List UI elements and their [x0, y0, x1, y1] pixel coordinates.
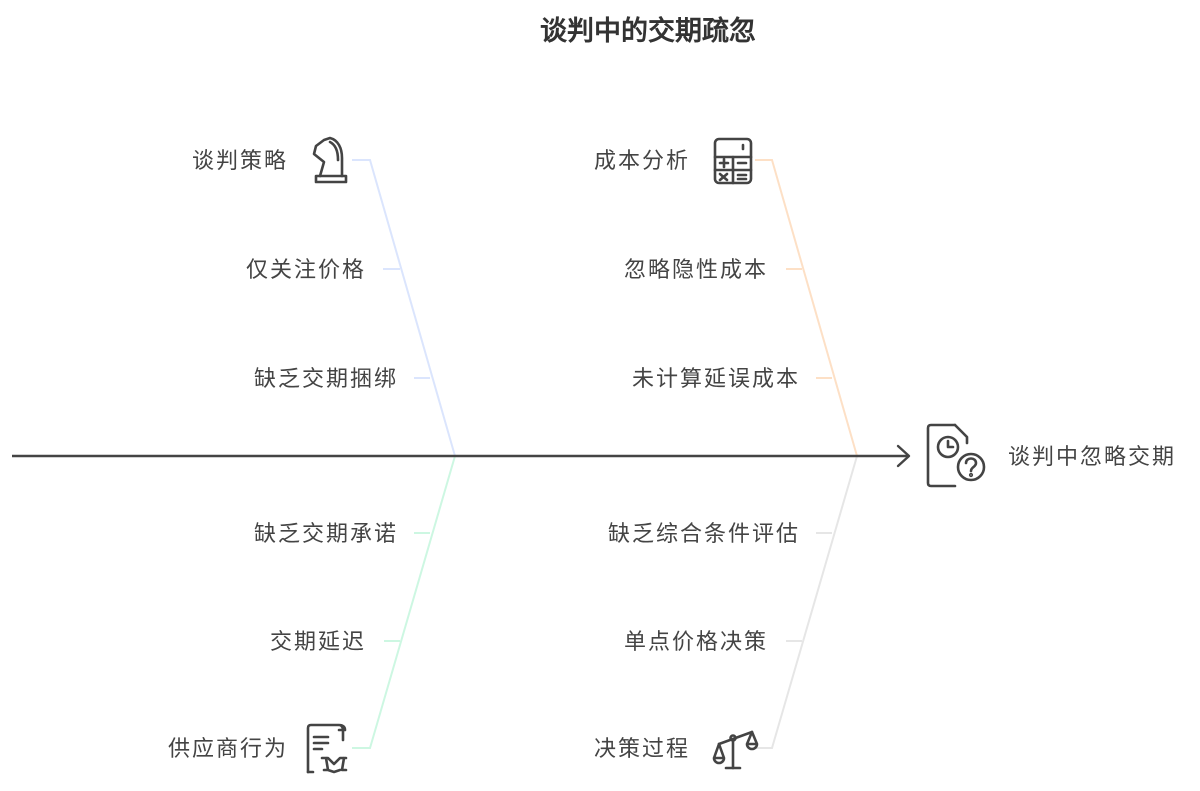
- bone-negotiation-strategy: [352, 159, 456, 457]
- effect-label: 谈判中忽略交期: [1008, 445, 1176, 470]
- cause-label: 单点价格决策: [624, 630, 768, 655]
- cause-label: 未计算延误成本: [632, 367, 800, 392]
- balance-scale-icon: [712, 730, 759, 770]
- contract-handshake-icon: [306, 723, 348, 774]
- bone-cost-analysis: [755, 159, 858, 457]
- cause-label: 交期延迟: [270, 630, 366, 655]
- category-label: 谈判策略: [192, 149, 288, 174]
- cause-label: 缺乏综合条件评估: [608, 522, 800, 547]
- bone-supplier-behavior: [352, 455, 456, 749]
- cause-label: 缺乏交期捆绑: [254, 367, 398, 392]
- spine-arrowhead: [896, 444, 911, 468]
- chess-knight-icon: [312, 136, 348, 184]
- cause-label: 仅关注价格: [246, 258, 366, 283]
- diagram-title: 谈判中的交期疏忽: [540, 15, 756, 47]
- category-label: 成本分析: [594, 149, 690, 174]
- cause-label: 忽略隐性成本: [624, 258, 768, 283]
- bone-decision-process: [755, 455, 858, 749]
- category-label: 供应商行为: [168, 737, 288, 762]
- category-label: 决策过程: [594, 737, 690, 762]
- document-clock-question-icon: [926, 423, 986, 488]
- calculator-icon: [713, 137, 753, 185]
- cause-label: 缺乏交期承诺: [254, 522, 398, 547]
